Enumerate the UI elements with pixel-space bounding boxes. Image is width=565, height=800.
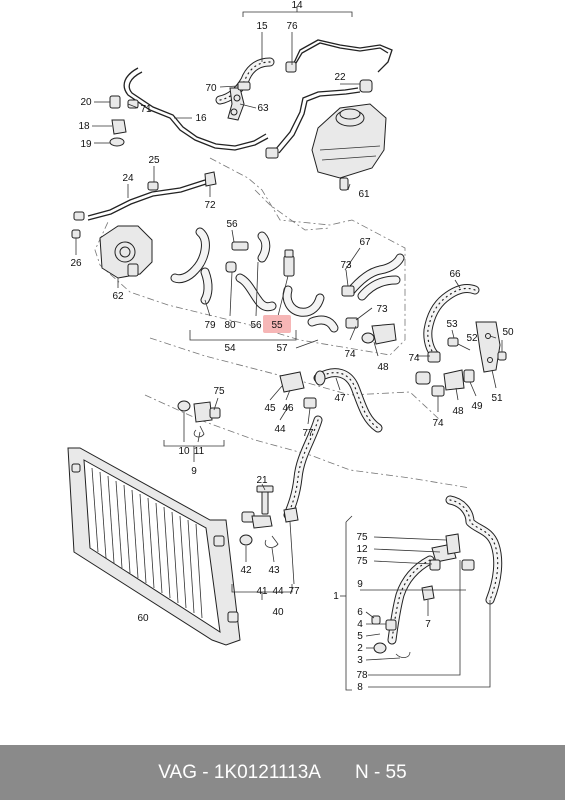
label-2: 2 bbox=[357, 643, 363, 654]
label-60: 60 bbox=[137, 613, 149, 624]
label-71: 71 bbox=[140, 104, 152, 115]
label-24: 24 bbox=[122, 173, 134, 184]
label-70: 70 bbox=[205, 83, 217, 94]
hose-47-77 bbox=[279, 368, 383, 520]
label-46: 46 bbox=[282, 403, 294, 414]
label-55: 55 bbox=[271, 320, 283, 331]
middle-hoses bbox=[170, 227, 339, 333]
label-75b: 75 bbox=[356, 532, 368, 543]
cooling-system-parts-diagram: 14 15 76 70 22 63 20 71 16 18 19 25 24 7… bbox=[67, 0, 514, 693]
label-54: 54 bbox=[224, 343, 236, 354]
label-40: 40 bbox=[272, 607, 284, 618]
label-43: 43 bbox=[268, 565, 280, 576]
label-1: 1 bbox=[333, 591, 339, 602]
callout-labels: 14 15 76 70 22 63 20 71 16 18 19 25 24 7… bbox=[70, 0, 514, 693]
label-26: 26 bbox=[70, 258, 82, 269]
hoses-67-73 bbox=[341, 253, 405, 345]
hose-66-and-bracket bbox=[423, 283, 507, 373]
label-47: 47 bbox=[334, 393, 346, 404]
label-44a: 44 bbox=[274, 424, 286, 435]
label-67: 67 bbox=[359, 237, 371, 248]
small-parts-9 bbox=[163, 400, 225, 462]
radiator-fins bbox=[91, 467, 203, 619]
label-56b: 56 bbox=[250, 320, 262, 331]
label-53: 53 bbox=[446, 319, 458, 330]
label-5: 5 bbox=[357, 631, 363, 642]
label-78: 78 bbox=[356, 670, 368, 681]
leader-lines bbox=[75, 32, 503, 688]
label-79: 79 bbox=[204, 320, 216, 331]
label-42: 42 bbox=[240, 565, 252, 576]
label-73a: 73 bbox=[340, 260, 352, 271]
label-75a: 75 bbox=[213, 386, 225, 397]
label-52: 52 bbox=[466, 333, 478, 344]
label-3: 3 bbox=[357, 655, 363, 666]
label-77b: 77 bbox=[288, 586, 300, 597]
label-74c: 74 bbox=[432, 418, 444, 429]
upper-hose-assembly bbox=[123, 39, 393, 159]
label-12: 12 bbox=[356, 544, 368, 555]
label-62: 62 bbox=[112, 291, 124, 302]
label-20: 20 bbox=[80, 97, 92, 108]
label-10: 10 bbox=[178, 446, 190, 457]
label-15: 15 bbox=[256, 21, 268, 32]
label-9a: 9 bbox=[191, 466, 197, 477]
footer-bar: VAG - 1K0121113A N - 55 bbox=[0, 745, 565, 800]
label-61: 61 bbox=[358, 189, 370, 200]
label-19: 19 bbox=[80, 139, 92, 150]
label-8: 8 bbox=[357, 682, 363, 693]
label-49: 49 bbox=[471, 401, 483, 412]
label-72: 72 bbox=[204, 200, 216, 211]
label-41: 41 bbox=[256, 586, 268, 597]
label-74a: 74 bbox=[344, 349, 356, 360]
lower-right-hose-group bbox=[340, 495, 503, 691]
label-74b: 74 bbox=[408, 353, 420, 364]
label-45: 45 bbox=[264, 403, 276, 414]
highlight-box bbox=[263, 315, 291, 333]
label-48b: 48 bbox=[452, 406, 464, 417]
label-9b: 9 bbox=[357, 579, 363, 590]
label-51: 51 bbox=[491, 393, 503, 404]
label-66: 66 bbox=[449, 269, 461, 280]
left-small-fittings bbox=[109, 95, 139, 147]
label-14: 14 bbox=[291, 0, 303, 11]
label-56a: 56 bbox=[226, 219, 238, 230]
thermostat-housing bbox=[99, 225, 153, 279]
label-50: 50 bbox=[502, 327, 514, 338]
connectors-48-49-74 bbox=[415, 369, 475, 397]
label-75c: 75 bbox=[356, 556, 368, 567]
label-77a: 77 bbox=[302, 428, 314, 439]
article-number: VAG - 1K0121113A bbox=[158, 761, 321, 783]
pipe-24-assembly bbox=[71, 171, 217, 239]
label-21: 21 bbox=[256, 475, 268, 486]
label-63: 63 bbox=[257, 103, 269, 114]
label-22: 22 bbox=[334, 72, 346, 83]
label-7: 7 bbox=[425, 619, 431, 630]
label-44b: 44 bbox=[272, 586, 284, 597]
label-80: 80 bbox=[224, 320, 236, 331]
radiator bbox=[67, 447, 241, 646]
label-73b: 73 bbox=[376, 304, 388, 315]
label-57: 57 bbox=[276, 343, 288, 354]
label-25: 25 bbox=[148, 155, 160, 166]
label-48a: 48 bbox=[377, 362, 389, 373]
label-11: 11 bbox=[194, 446, 205, 457]
label-16: 16 bbox=[195, 113, 207, 124]
label-18: 18 bbox=[78, 121, 90, 132]
page-number: N - 55 bbox=[354, 761, 407, 783]
expansion-tank bbox=[311, 103, 387, 191]
group-14-bracket bbox=[242, 6, 353, 17]
label-4: 4 bbox=[357, 619, 363, 630]
label-76: 76 bbox=[286, 21, 298, 32]
label-6: 6 bbox=[357, 607, 363, 618]
